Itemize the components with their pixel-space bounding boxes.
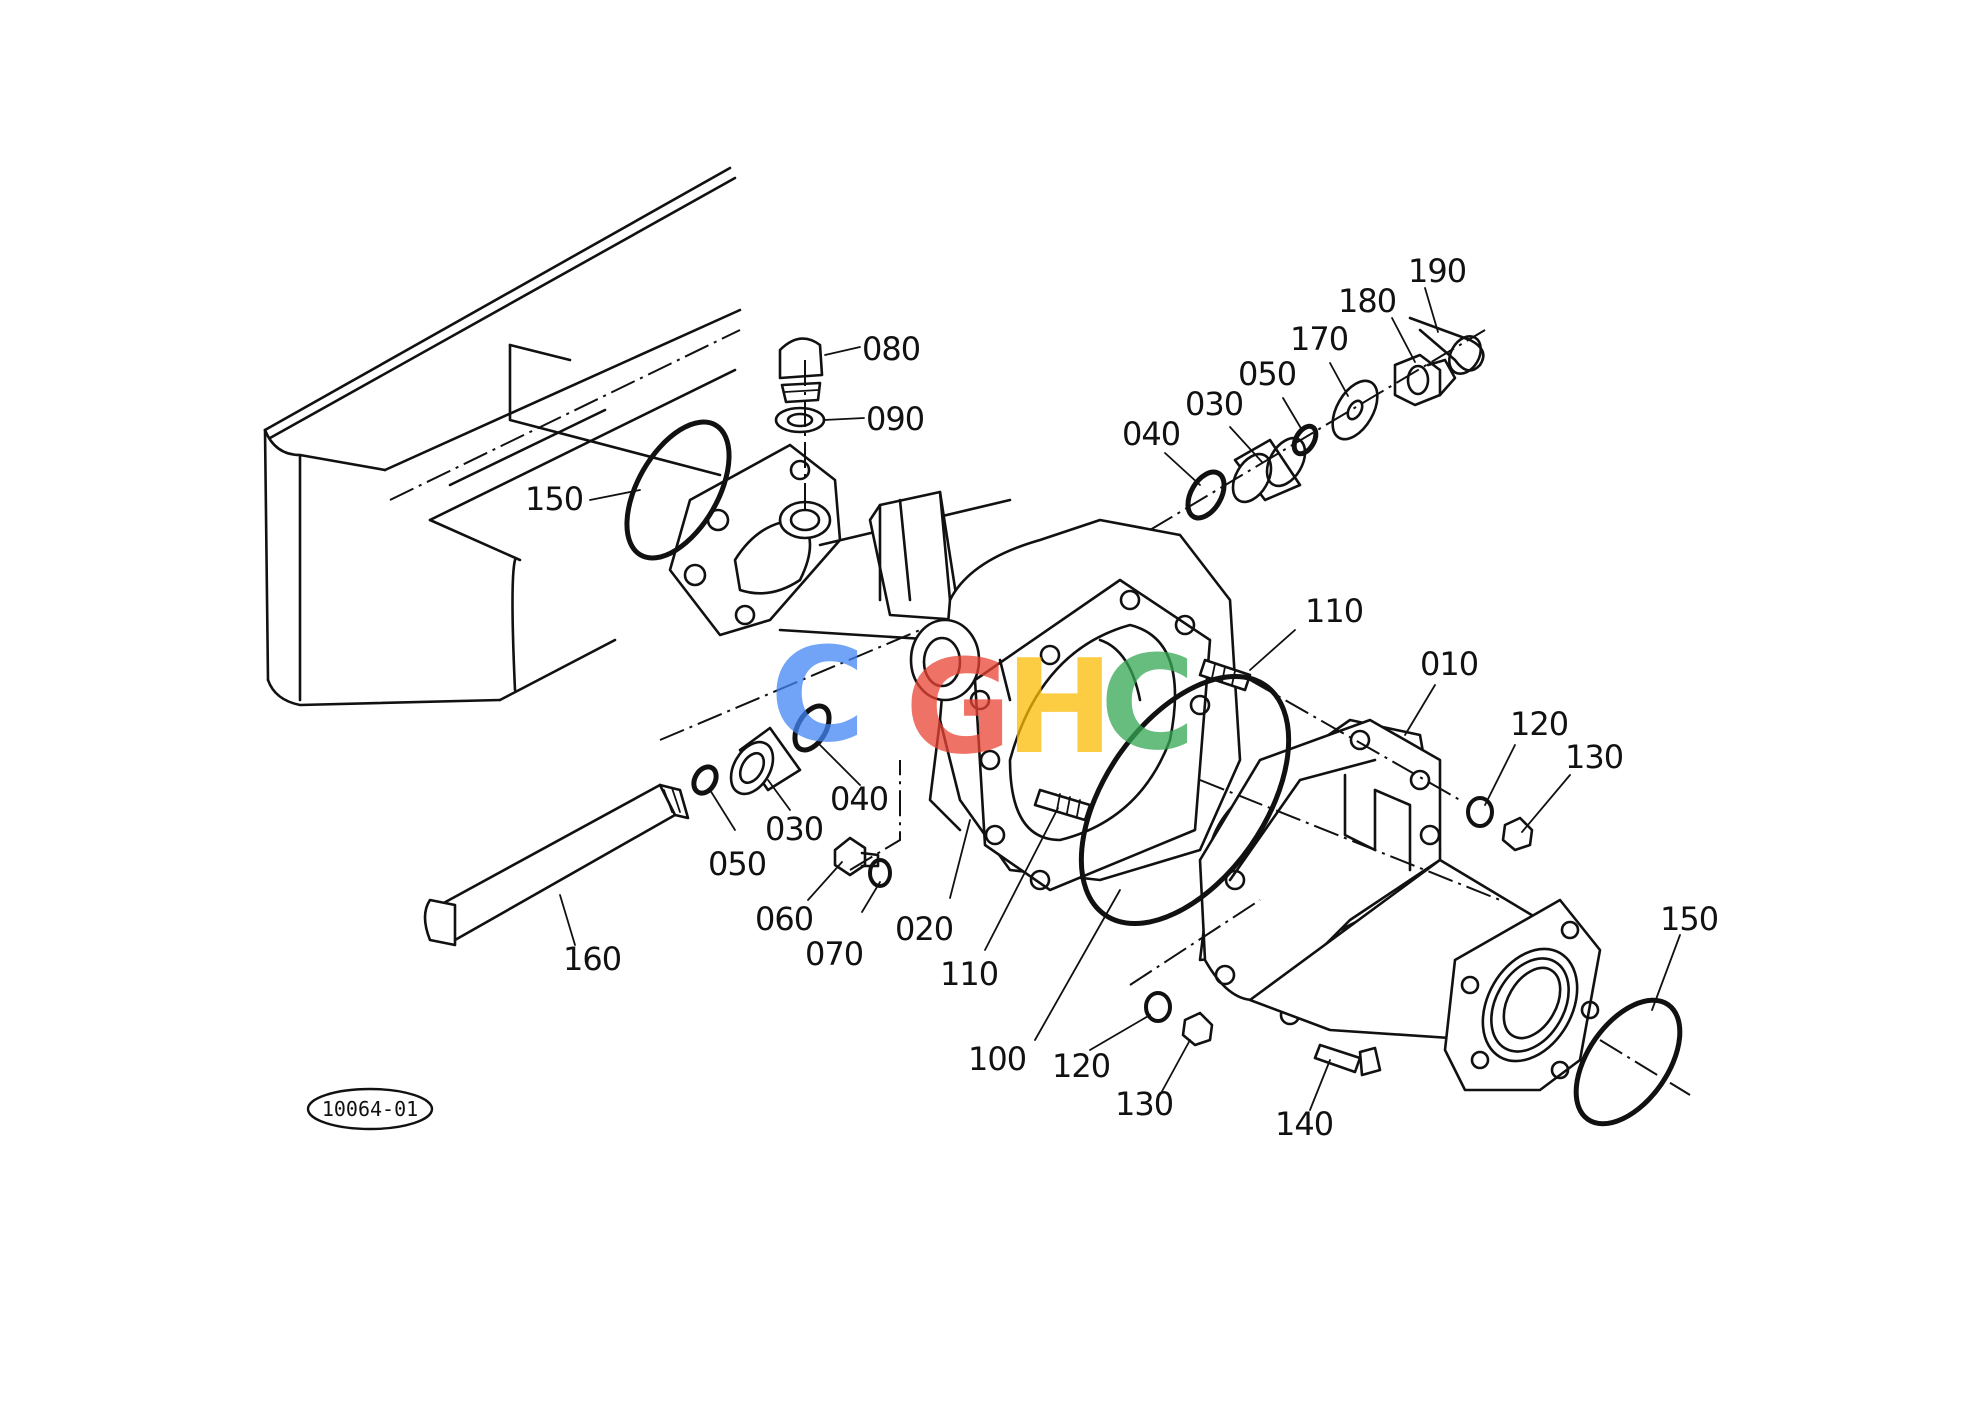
o-ring-040-lower xyxy=(792,703,832,753)
callout-110-lower: 110 xyxy=(940,955,998,993)
pin-160 xyxy=(423,783,690,947)
callout-130-lower: 130 xyxy=(1115,1085,1173,1123)
o-ring-100 xyxy=(1078,673,1292,927)
callout-100: 100 xyxy=(968,1040,1026,1078)
callout-140: 140 xyxy=(1275,1105,1333,1143)
nut-130-lower xyxy=(1181,1011,1214,1047)
callout-050-lower: 050 xyxy=(708,845,766,883)
callout-040-upper: 040 xyxy=(1122,415,1180,453)
watermark: C G H C xyxy=(770,619,1195,783)
o-ring-150-left xyxy=(624,419,732,561)
callout-050-upper: 050 xyxy=(1238,355,1296,393)
callout-120-lower: 120 xyxy=(1052,1047,1110,1085)
callout-150-left: 150 xyxy=(525,480,583,518)
reference-code: 10064-01 xyxy=(322,1097,418,1121)
watermark-letter-4: C xyxy=(1100,627,1195,779)
plug-080 xyxy=(778,337,824,404)
bolt-140 xyxy=(1313,1043,1382,1077)
front-axle-case-010 xyxy=(1198,718,1602,1092)
watermark-letter-3: H xyxy=(1005,631,1114,783)
castle-nut-180 xyxy=(1393,353,1457,407)
gasket-070 xyxy=(868,858,892,888)
callout-120-right: 120 xyxy=(1510,705,1568,743)
reference-badge: 10064-01 xyxy=(306,1087,434,1131)
spring-washer-120-lower xyxy=(1144,991,1172,1023)
callout-190: 190 xyxy=(1408,252,1466,290)
callout-labels: 080 090 150 040 030 050 170 180 190 110 … xyxy=(525,252,1719,1143)
callout-030-upper: 030 xyxy=(1185,385,1243,423)
axle-bracket-020 xyxy=(668,443,1242,892)
callout-070: 070 xyxy=(805,935,863,973)
stud-110-lower xyxy=(1033,788,1092,822)
o-ring-040-upper xyxy=(1185,469,1227,521)
callout-110-upper: 110 xyxy=(1305,592,1363,630)
watermark-letter-1: C xyxy=(770,619,865,771)
callout-150-right: 150 xyxy=(1660,900,1718,938)
bushing-030-lower xyxy=(729,726,802,796)
washer-170 xyxy=(1331,379,1379,441)
callout-080: 080 xyxy=(862,330,920,368)
nut-130-right xyxy=(1501,816,1534,852)
gasket-090 xyxy=(774,406,826,434)
callout-090: 090 xyxy=(866,400,924,438)
bushing-030-upper xyxy=(1231,436,1307,504)
centerlines xyxy=(659,329,1691,1096)
callout-060: 060 xyxy=(755,900,813,938)
callout-020: 020 xyxy=(895,910,953,948)
watermark-letter-2: G xyxy=(905,631,1012,783)
spring-washer-120-right xyxy=(1466,796,1494,828)
callout-170: 170 xyxy=(1290,320,1348,358)
callout-180: 180 xyxy=(1338,282,1396,320)
o-ring-050-upper xyxy=(1291,423,1319,457)
callout-160: 160 xyxy=(563,940,621,978)
callout-030-lower: 030 xyxy=(765,810,823,848)
callout-130-right: 130 xyxy=(1565,738,1623,776)
callout-040-lower: 040 xyxy=(830,780,888,818)
tractor-frame xyxy=(263,166,742,707)
o-ring-050-lower xyxy=(691,764,719,796)
leader-lines xyxy=(559,287,1681,1111)
split-pin-190 xyxy=(1408,316,1485,375)
o-ring-150-right xyxy=(1573,997,1683,1127)
callout-010: 010 xyxy=(1420,645,1478,683)
